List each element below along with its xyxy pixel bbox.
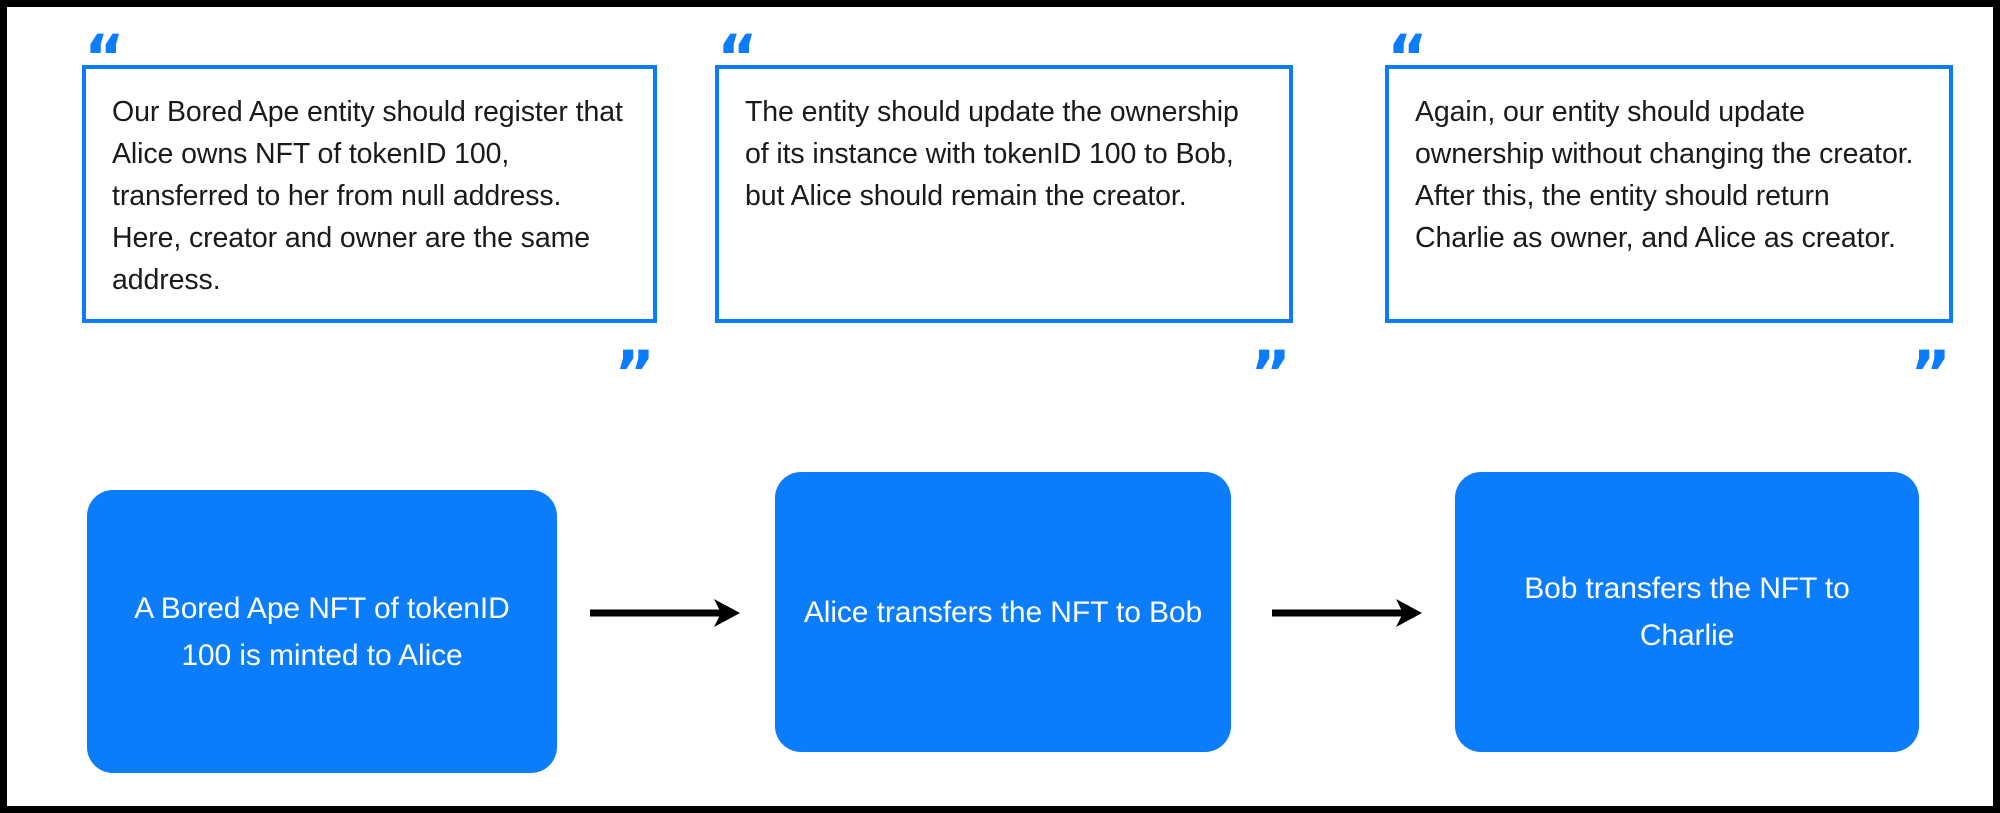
flow-node-label: Alice transfers the NFT to Bob — [803, 595, 1203, 629]
arrow-right-icon — [1272, 599, 1422, 627]
quote-card-1: Our Bored Ape entity should register tha… — [82, 65, 657, 323]
quote-text-3: Again, our entity should update ownershi… — [1415, 96, 1920, 254]
flow-arrow-1 — [590, 596, 743, 630]
close-quote-icon: ” — [1910, 337, 1951, 410]
quote-text-2: The entity should update the ownership o… — [745, 96, 1247, 212]
close-quote-icon: ” — [1250, 337, 1291, 410]
quote-card-2: The entity should update the ownership o… — [715, 65, 1293, 323]
flow-arrow-2 — [1272, 596, 1425, 630]
flow-node-mint[interactable]: A Bored Ape NFT of tokenID 100 is minted… — [87, 490, 557, 773]
diagram-canvas: “ Our Bored Ape entity should register t… — [7, 7, 1993, 806]
arrow-right-icon — [590, 599, 740, 627]
quote-text-1: Our Bored Ape entity should register tha… — [112, 96, 630, 296]
close-quote-icon: ” — [614, 337, 655, 410]
flow-node-bob-to-charlie[interactable]: Bob transfers the NFT to Charlie — [1455, 472, 1919, 752]
flow-node-alice-to-bob[interactable]: Alice transfers the NFT to Bob — [775, 472, 1231, 752]
flow-node-label: A Bored Ape NFT of tokenID 100 is minted… — [134, 591, 510, 672]
flow-node-label: Bob transfers the NFT to Charlie — [1524, 572, 1850, 652]
quote-card-3: Again, our entity should update ownershi… — [1385, 65, 1953, 323]
